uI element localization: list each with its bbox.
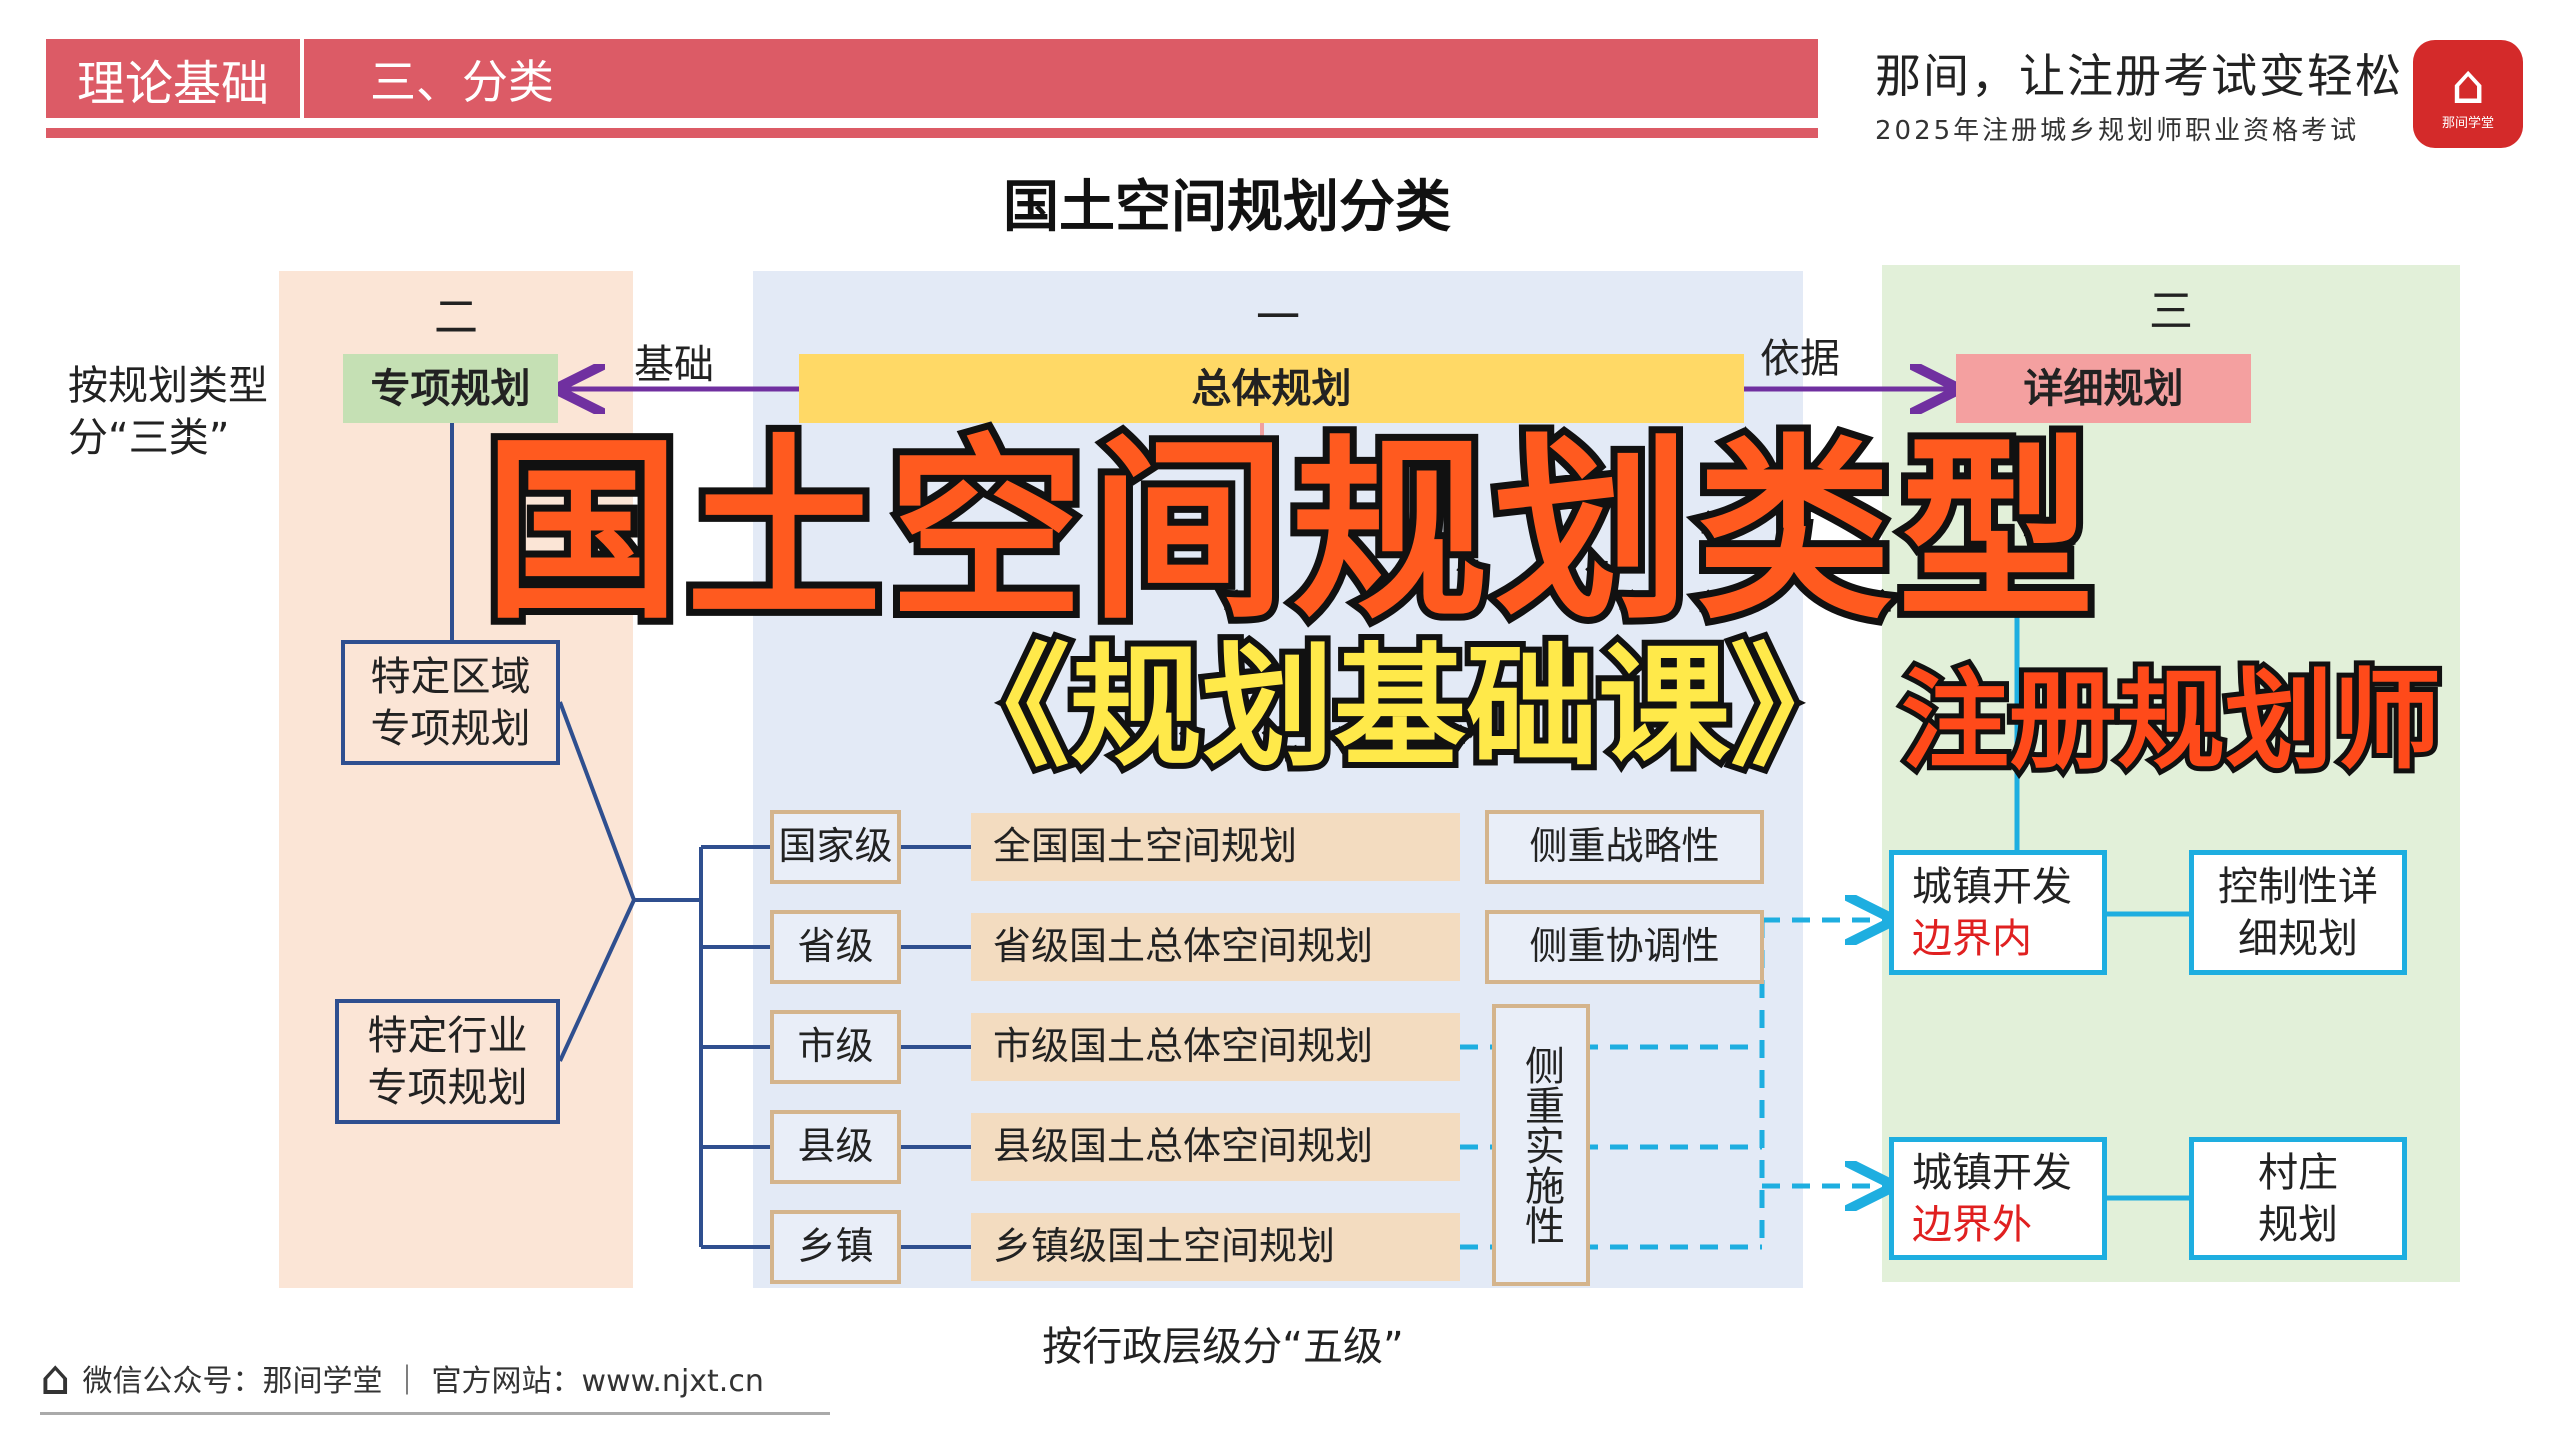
- plan-city: 市级国土总体空间规划: [971, 1013, 1460, 1081]
- overlay-tag: 注册规划师: [1896, 659, 2446, 784]
- detailed-plan-box: 详细规划: [1956, 354, 2251, 423]
- footer-text: 微信公众号：那间学堂 ｜ 官方网站：www.njxt.cn: [82, 1364, 764, 1399]
- special-industry-box: 特定行业专项规划: [335, 999, 560, 1124]
- plan-county: 县级国土总体空间规划: [971, 1113, 1460, 1181]
- footer: ⌂ 微信公众号：那间学堂 ｜ 官方网站：www.njxt.cn: [40, 1350, 830, 1415]
- page-title: 国土空间规划分类: [1003, 175, 1451, 240]
- overlay-course-title: 《规划基础课》: [932, 631, 1868, 785]
- column-number: 一: [1256, 292, 1300, 343]
- plan-national: 全国国土空间规划: [971, 813, 1460, 881]
- detailed-column: 三: [1882, 265, 2460, 1282]
- column-number: 二: [434, 292, 478, 343]
- header-underline: [46, 128, 1818, 138]
- brand-logo: ⌂那间学堂: [2413, 40, 2523, 148]
- village-plan-box: 村庄规划: [2189, 1137, 2407, 1260]
- zone-name: 城镇开发: [1912, 1149, 2072, 1196]
- focus-coordination: 侧重协调性: [1485, 910, 1764, 984]
- bottom-label: 按行政层级分“五级”: [1042, 1324, 1404, 1370]
- level-national: 国家级: [770, 810, 901, 884]
- house-icon: ⌂: [2450, 52, 2486, 116]
- according-label: 依据: [1760, 336, 1840, 382]
- level-county: 县级: [770, 1110, 901, 1184]
- logo-text: 那间学堂: [2441, 115, 2494, 131]
- zone-name: 城镇开发: [1912, 863, 2072, 910]
- plan-province: 省级国土总体空间规划: [971, 913, 1460, 981]
- column-number: 三: [2149, 286, 2193, 337]
- level-city: 市级: [770, 1010, 901, 1084]
- regulatory-plan-box: 控制性详细规划: [2189, 850, 2407, 975]
- header-bar: [46, 39, 1818, 118]
- overall-plan-box: 总体规划: [799, 354, 1744, 423]
- plan-town: 乡镇级国土空间规划: [971, 1213, 1460, 1281]
- chapter-label: 三、分类: [370, 54, 554, 109]
- focus-strategic: 侧重战略性: [1485, 810, 1764, 884]
- subtitle: 2025年注册城乡规划师职业资格考试: [1875, 116, 2360, 146]
- focus-implementation: 侧重实施性: [1492, 1004, 1590, 1286]
- house-icon: ⌂: [40, 1350, 71, 1406]
- special-plan-box: 专项规划: [343, 354, 558, 423]
- level-town: 乡镇: [770, 1210, 901, 1284]
- level-province: 省级: [770, 910, 901, 984]
- section-label: 理论基础: [46, 39, 304, 118]
- zone-inside-box: 城镇开发边界内: [1889, 850, 2107, 975]
- overlay-main-title: 国土空间规划类型: [477, 418, 2101, 646]
- zone-boundary: 边界内: [1912, 915, 2032, 962]
- slogan: 那间，让注册考试变轻松: [1875, 49, 2403, 103]
- basis-label: 基础: [634, 342, 714, 388]
- left-label: 按规划类型分“三类”: [68, 363, 268, 461]
- zone-outside-box: 城镇开发边界外: [1889, 1137, 2107, 1260]
- zone-boundary: 边界外: [1912, 1201, 2032, 1248]
- special-region-box: 特定区域专项规划: [341, 640, 560, 765]
